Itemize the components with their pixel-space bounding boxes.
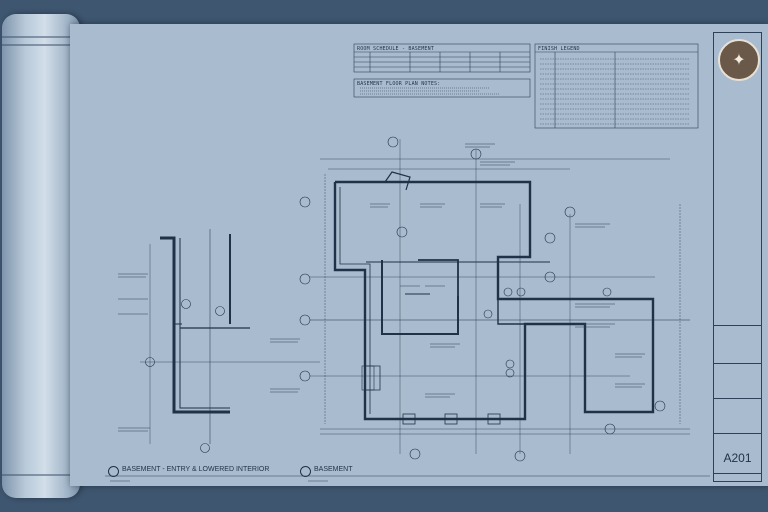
floor-plan-notes-title: BASEMENT FLOOR PLAN NOTES:	[357, 81, 441, 87]
drawing-2-title: BASEMENT - ENTRY & LOWERED INTERIOR	[122, 466, 270, 473]
sheet-number: A201	[723, 451, 752, 465]
drawing-2-marker	[108, 466, 119, 477]
blueprint-sheet: ROOM SCHEDULE - BASEMENT BASEMENT FLOOR …	[70, 24, 768, 486]
room-schedule-title: ROOM SCHEDULE - BASEMENT	[357, 46, 435, 52]
finish-legend-title: FINISH LEGEND	[538, 46, 580, 52]
drawing-1-marker	[300, 466, 311, 477]
drawing-1-title: BASEMENT	[314, 466, 353, 473]
firm-logo: ✦	[718, 39, 760, 81]
floor-plan-drawing	[105, 43, 710, 482]
title-block: ✦ A201	[713, 32, 762, 482]
paper-roll	[2, 14, 80, 498]
